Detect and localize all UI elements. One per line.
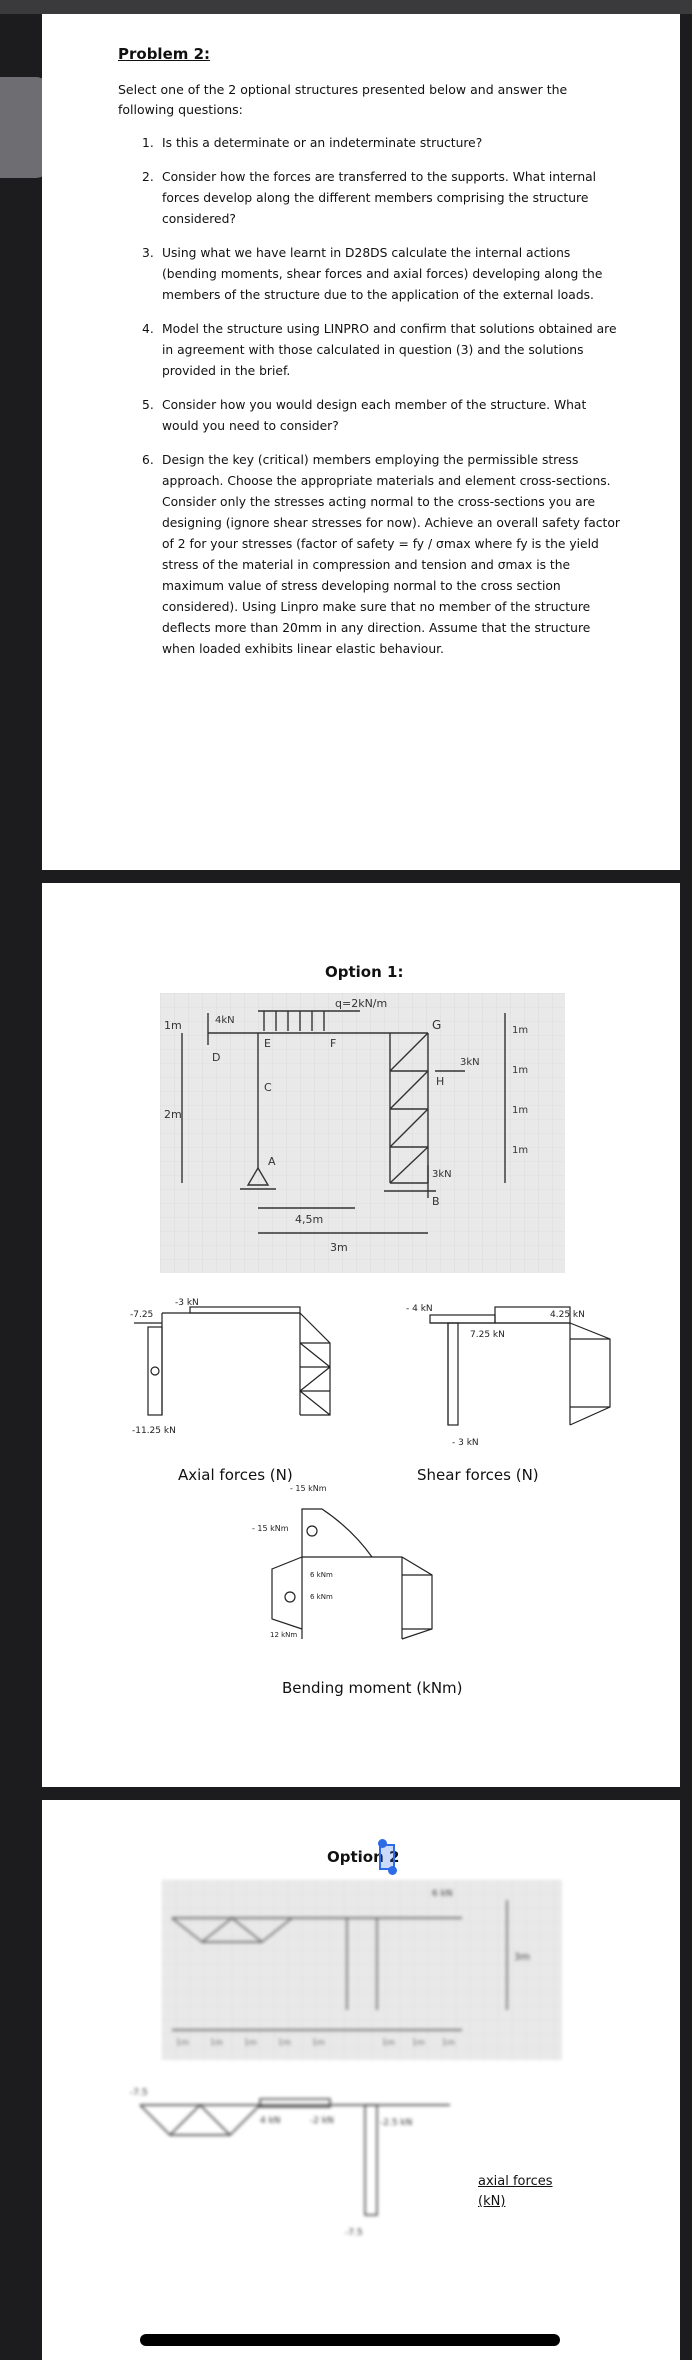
svg-text:1m: 1m (278, 2038, 291, 2047)
shear-caption: Shear forces (N) (417, 1466, 539, 1484)
bending-caption: Bending moment (kNm) (282, 1679, 463, 1697)
document-page-3: Option 2 3m 6 kN 1m 1m 1m (42, 1800, 680, 2360)
question-item: 5.Consider how you would design each mem… (142, 398, 587, 433)
option2-drawing: 3m 6 kN 1m 1m 1m 1m 1m 1m 1m 1m (162, 1880, 562, 2060)
svg-text:12 kNm: 12 kNm (270, 1631, 297, 1639)
svg-text:-7.5: -7.5 (345, 2228, 363, 2238)
svg-text:q=2kN/m: q=2kN/m (335, 997, 387, 1010)
svg-text:1m: 1m (164, 1019, 182, 1032)
shear-force-diagram: - 4 kN 7.25 kN 4.25 kN - 3 kN (406, 1304, 611, 1448)
question-item: 4.Model the structure using LINPRO and c… (142, 322, 617, 378)
svg-text:4kN: 4kN (215, 1015, 235, 1026)
svg-text:3kN: 3kN (432, 1169, 452, 1180)
selection-handle-end[interactable] (388, 1866, 397, 1875)
svg-text:1m: 1m (512, 1025, 528, 1036)
svg-text:-3 kN: -3 kN (175, 1298, 199, 1308)
svg-text:1m: 1m (512, 1105, 528, 1116)
svg-text:B: B (432, 1195, 440, 1208)
svg-text:H: H (436, 1075, 444, 1088)
svg-text:-2 kN: -2 kN (310, 2116, 334, 2126)
svg-text:-7.25: -7.25 (130, 1310, 153, 1320)
svg-text:3kN: 3kN (460, 1057, 480, 1068)
selection-handle-start[interactable] (378, 1839, 387, 1848)
option1-title: Option 1: (325, 963, 404, 981)
svg-text:F: F (330, 1037, 336, 1050)
option2-axial-caption: axial forces (kN) (478, 2174, 553, 2209)
svg-text:7.25 kN: 7.25 kN (470, 1330, 505, 1340)
axial-force-diagram: -3 kN -7.25 -11.25 kN (130, 1298, 331, 1436)
svg-text:-2.5 kN: -2.5 kN (380, 2118, 412, 2128)
axial-caption: Axial forces (N) (178, 1466, 293, 1484)
svg-text:1m: 1m (412, 2038, 425, 2047)
document-page-1: Problem 2: Select one of the 2 optional … (42, 14, 680, 870)
svg-text:- 15 kNm: - 15 kNm (252, 1524, 289, 1533)
svg-text:- 15 kNm: - 15 kNm (290, 1484, 327, 1493)
svg-text:4.25 kN: 4.25 kN (550, 1310, 585, 1320)
svg-text:4,5m: 4,5m (295, 1213, 323, 1226)
scroll-indicator[interactable] (140, 2334, 560, 2346)
bending-moment-diagram: - 15 kNm - 15 kNm 6 kNm 6 kNm 12 kNm (252, 1484, 433, 1640)
svg-text:2m: 2m (164, 1108, 182, 1121)
option1-structure-sketch: q=2kN/m E F G C D A B H 4kN 3kN 3kN 1m 2… (160, 993, 565, 1273)
problem-intro: Select one of the 2 optional structures … (118, 82, 568, 117)
svg-text:- 3 kN: - 3 kN (452, 1438, 479, 1448)
document-page-2: Option 1: (42, 883, 680, 1787)
question-item: 2.Consider how the forces are transferre… (142, 170, 597, 226)
sidebar-handle[interactable] (0, 77, 50, 178)
svg-text:D: D (212, 1051, 220, 1064)
question-item: 6.Design the key (critical) members empl… (142, 453, 620, 656)
svg-text:1m: 1m (382, 2038, 395, 2047)
svg-text:3m: 3m (330, 1241, 348, 1254)
svg-text:1m: 1m (210, 2038, 223, 2047)
svg-text:1m: 1m (512, 1145, 528, 1156)
problem-title: Problem 2: (118, 45, 211, 63)
structure-drawing: q=2kN/m E F G C D A B H 4kN 3kN 3kN 1m 2… (160, 993, 565, 1273)
svg-text:- 4 kN: - 4 kN (406, 1304, 433, 1314)
svg-text:6 kNm: 6 kNm (310, 1593, 333, 1601)
svg-text:C: C (264, 1081, 272, 1094)
svg-text:4 kN: 4 kN (260, 2116, 281, 2126)
svg-text:1m: 1m (312, 2038, 325, 2047)
question-list: 1.Is this a determinate or an indetermin… (142, 133, 622, 673)
svg-text:-11.25 kN: -11.25 kN (132, 1426, 176, 1436)
top-status-bar (0, 0, 692, 14)
svg-text:6 kN: 6 kN (432, 1889, 453, 1899)
svg-text:G: G (432, 1018, 441, 1032)
svg-text:3m: 3m (514, 1952, 530, 1963)
svg-text:1m: 1m (442, 2038, 455, 2047)
svg-text:E: E (264, 1037, 271, 1050)
option2-axial-diagram: -7.5 -2.5 kN 4 kN -2 kN -7.5 (130, 2088, 450, 2238)
svg-text:1m: 1m (176, 2038, 189, 2047)
svg-text:A: A (268, 1155, 276, 1168)
option2-title: Option 2 (327, 1848, 400, 1866)
text-selection-highlight[interactable] (379, 1844, 395, 1870)
question-item: 1.Is this a determinate or an indetermin… (142, 136, 483, 150)
svg-text:6 kNm: 6 kNm (310, 1571, 333, 1579)
svg-text:1m: 1m (512, 1065, 528, 1076)
svg-text:-7.5: -7.5 (130, 2088, 148, 2098)
option2-structure-sketch: 3m 6 kN 1m 1m 1m 1m 1m 1m 1m 1m (162, 1880, 562, 2060)
svg-text:1m: 1m (244, 2038, 257, 2047)
question-item: 3.Using what we have learnt in D28DS cal… (142, 246, 603, 302)
